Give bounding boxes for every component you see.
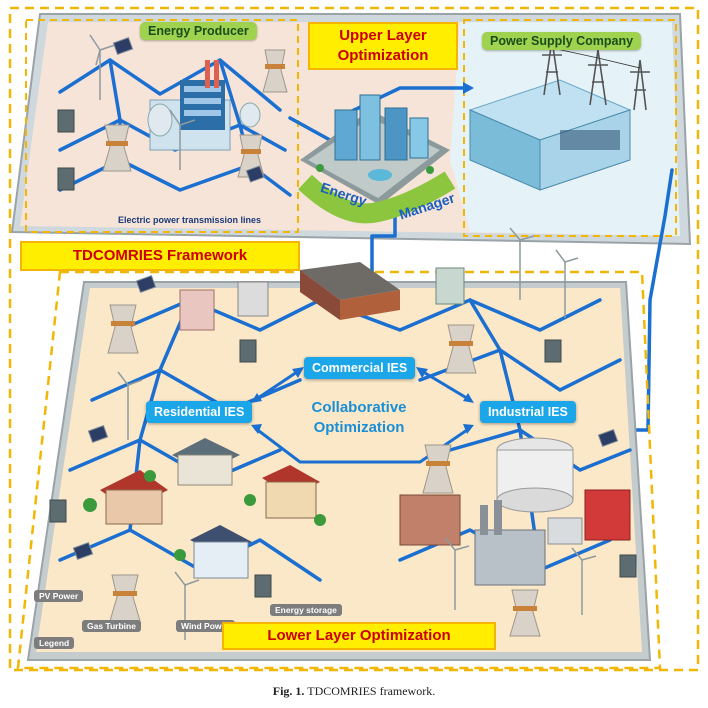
legend-wind-power: Wind Power (176, 620, 235, 632)
power-supply-building (468, 79, 632, 191)
green-ribbon (298, 171, 456, 224)
lower-layer-title: Lower Layer Optimization (222, 622, 496, 650)
pv-panel (72, 274, 619, 561)
upper-layer-title-line2: Optimization (337, 47, 429, 64)
lower-layer-dashed-frame (16, 270, 662, 670)
legend-pv-power: PV Power (34, 590, 84, 602)
arrowhead (416, 367, 428, 378)
cooling-tower (102, 124, 132, 172)
legend-label: Legend (34, 637, 75, 649)
residential-house (262, 465, 320, 519)
caption-fig-number: Fig. 1. (272, 684, 305, 698)
energy-producer-label: Energy Producer (140, 22, 257, 40)
cooling-tower (422, 444, 454, 494)
legend-gas-turbine: Gas Turbine (82, 620, 141, 632)
pv-panel (112, 36, 265, 183)
cooling-tower (509, 589, 541, 637)
transmission-tower (542, 39, 650, 111)
energy-manager-city (300, 94, 450, 205)
upper-layer-title-line1: Upper Layer (339, 27, 427, 44)
transmission-lines-label: Electric power transmission lines (118, 215, 262, 225)
residential-house (190, 525, 252, 579)
legend-energy-storage: Energy storage (270, 604, 342, 616)
cooling-tower (262, 49, 288, 93)
residential-house (172, 438, 240, 486)
arrowhead (251, 424, 262, 434)
wind-turbine (89, 34, 196, 170)
industrial-tank (496, 437, 574, 513)
arrowhead (292, 367, 304, 378)
collab-line2: Optimization (313, 419, 405, 436)
cooling-tower (445, 324, 477, 374)
energy-storage-unit (49, 339, 637, 598)
caption-text: TDCOMRIES framework. (307, 684, 436, 698)
power-supply-company-label: Power Supply Company (482, 32, 642, 50)
collaborative-optimization-label: Collaborative Optimization (294, 398, 424, 438)
industrial-factory (399, 489, 631, 586)
tree (83, 470, 326, 561)
upper-layer-title: Upper Layer Optimization (308, 22, 458, 70)
figure-caption: Fig. 1. TDCOMRIES framework. (0, 684, 708, 699)
energy-storage-unit (57, 109, 75, 191)
industrial-ies-node: Industrial IES (480, 401, 576, 423)
cooling-tower (107, 304, 139, 354)
arrowhead (463, 424, 474, 434)
tdcomries-framework-label: TDCOMRIES Framework (20, 241, 300, 271)
commercial-building (179, 262, 465, 331)
arrowhead (463, 82, 474, 94)
residential-ies-node: Residential IES (146, 401, 253, 423)
arrowhead (463, 393, 474, 403)
power-plant (147, 60, 261, 151)
commercial-ies-node: Commercial IES (304, 357, 416, 379)
arrowhead (251, 393, 262, 403)
collab-line1: Collaborative (311, 399, 407, 416)
